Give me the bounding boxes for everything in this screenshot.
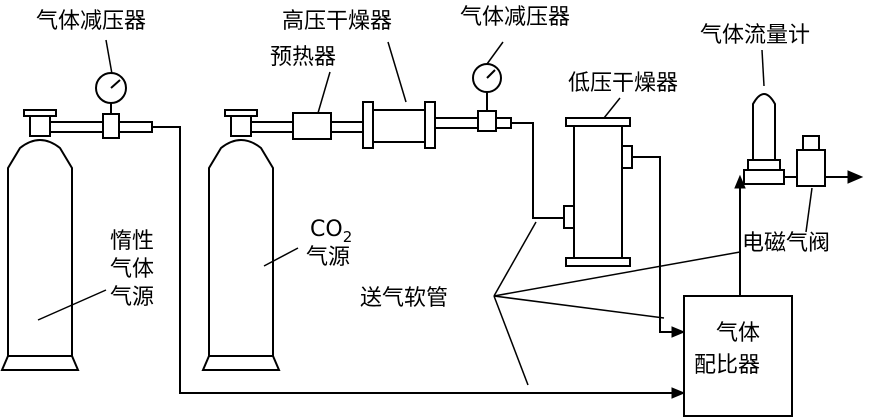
label-co2-subscript: 2 bbox=[343, 228, 353, 246]
label-left-reducer: 气体减压器 bbox=[36, 9, 146, 34]
pipe-inert-to-proportioner bbox=[152, 126, 676, 394]
left-gauge-needle bbox=[110, 79, 121, 89]
arrow-up-to-flowmeter bbox=[734, 174, 746, 189]
cylinder-valve-body bbox=[29, 115, 51, 137]
label-inert-line3: 气源 bbox=[110, 285, 154, 310]
pipe-to-lp-dryer bbox=[511, 122, 568, 219]
mid-reducer-body bbox=[477, 110, 497, 132]
arrow-into-proportioner-2 bbox=[671, 387, 686, 399]
gas-flowmeter bbox=[743, 93, 785, 185]
label-co2: CO2 bbox=[310, 217, 352, 246]
leader-co2-source bbox=[263, 247, 299, 267]
left-outlet-pipe bbox=[49, 121, 153, 133]
mid-gauge-needle bbox=[486, 69, 496, 79]
gas-proportioner-box bbox=[683, 295, 793, 417]
leader-hose-2 bbox=[493, 251, 741, 297]
hp-dryer-flange-right bbox=[424, 101, 436, 149]
label-co2-source: 气源 bbox=[306, 245, 350, 270]
left-reducer-body bbox=[102, 113, 120, 139]
flowmeter-base-top bbox=[747, 159, 781, 171]
lp-dryer-inlet bbox=[563, 205, 575, 229]
preheater-box bbox=[292, 112, 332, 140]
label-proportioner-line2: 配比器 bbox=[694, 353, 760, 378]
co2-cylinder-base bbox=[201, 355, 281, 371]
flowmeter-base bbox=[743, 169, 785, 185]
co2-pipe-3 bbox=[434, 117, 512, 129]
leader-left-reducer bbox=[105, 39, 113, 75]
leader-hose-1 bbox=[493, 221, 537, 297]
leader-hose-3 bbox=[493, 295, 665, 319]
lp-dryer-body bbox=[573, 125, 623, 259]
solenoid-valve-coil bbox=[802, 135, 820, 151]
co2-gas-cylinder bbox=[201, 109, 281, 371]
lp-dryer-bottom-flange bbox=[565, 257, 631, 267]
leader-lp-dryer bbox=[603, 97, 621, 119]
co2-pipe-2 bbox=[330, 121, 364, 133]
arrow-into-proportioner-1 bbox=[671, 326, 686, 338]
inert-gas-cylinder bbox=[0, 109, 80, 371]
label-flowmeter: 气体流量计 bbox=[700, 23, 810, 48]
hp-dryer-flange-left bbox=[362, 101, 374, 149]
pipe-lp-to-proportioner bbox=[632, 156, 676, 333]
label-proportioner-line1: 气体 bbox=[716, 321, 760, 346]
co2-supply-line bbox=[250, 63, 512, 149]
leader-hose-4 bbox=[493, 295, 529, 386]
leader-lines bbox=[37, 39, 813, 386]
co2-cylinder-valve-body bbox=[230, 115, 252, 137]
leader-hp-dryer bbox=[387, 41, 407, 103]
label-inert-line1: 惰性 bbox=[110, 229, 154, 254]
cylinder-base bbox=[0, 355, 80, 371]
leader-mid-reducer bbox=[486, 41, 504, 65]
lp-dryer-top-flange bbox=[565, 117, 631, 127]
label-lp-dryer: 低压干燥器 bbox=[568, 71, 678, 96]
co2-pipe-1 bbox=[250, 121, 294, 133]
hp-dryer-body bbox=[372, 109, 426, 143]
co2-cylinder-body bbox=[208, 139, 274, 357]
label-mid-reducer: 气体减压器 bbox=[460, 5, 570, 30]
left-gas-reducer bbox=[49, 72, 153, 139]
label-solenoid-valve: 电磁气阀 bbox=[742, 231, 830, 256]
cylinder-body bbox=[7, 139, 73, 357]
leader-solenoid bbox=[805, 187, 813, 233]
outlet-arrow bbox=[847, 170, 864, 184]
low-pressure-dryer bbox=[563, 117, 633, 267]
label-inert-line2: 气体 bbox=[110, 257, 154, 282]
flowmeter-tube bbox=[752, 93, 776, 161]
label-hose: 送气软管 bbox=[360, 286, 448, 311]
label-hp-dryer: 高压干燥器 bbox=[282, 9, 392, 34]
solenoid-valve bbox=[796, 135, 826, 187]
leader-preheater bbox=[317, 71, 331, 114]
solenoid-valve-body bbox=[796, 149, 826, 187]
label-co2-main: CO bbox=[310, 217, 343, 242]
lp-dryer-outlet bbox=[621, 145, 633, 169]
label-preheater: 预热器 bbox=[270, 45, 336, 70]
leader-flowmeter bbox=[761, 49, 765, 87]
leader-inert-source bbox=[37, 289, 107, 321]
